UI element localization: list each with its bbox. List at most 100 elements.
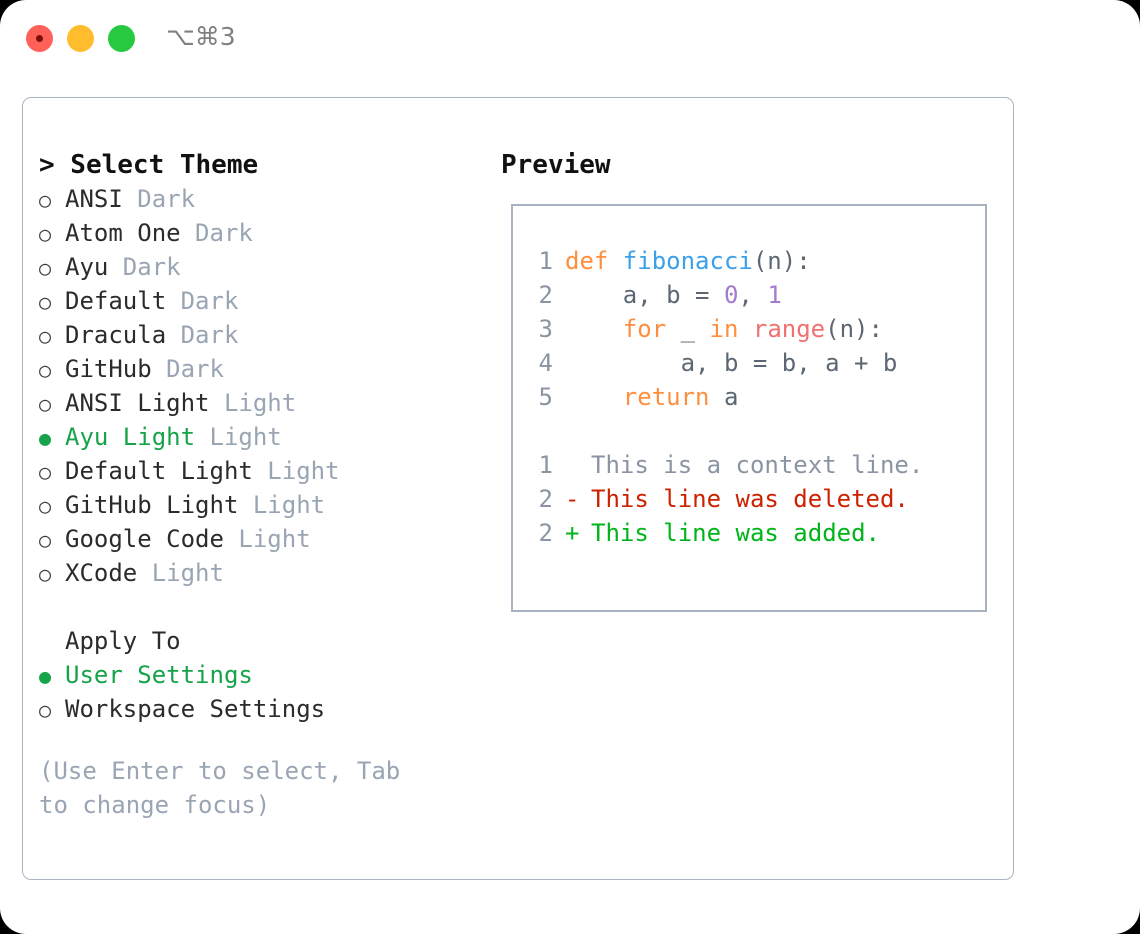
diff-text: This line was added. — [591, 519, 880, 547]
gutter-gap — [553, 482, 565, 516]
theme-item-name: XCode — [65, 559, 138, 587]
gutter-gap — [553, 346, 565, 380]
line-number: 2 — [538, 485, 553, 513]
line-number: 5 — [538, 383, 553, 411]
theme-item-name: ANSI — [65, 185, 123, 213]
theme-item-github[interactable]: ○ GitHub Dark — [39, 352, 499, 386]
line-number: 1 — [538, 451, 553, 479]
apply-to-marker-spacer — [39, 625, 65, 659]
theme-item-ansi-light[interactable]: ○ANSI Light Light — [39, 386, 499, 420]
code-token-call: range — [752, 315, 826, 343]
code-line: 2 a, b = 0, 1 — [527, 278, 923, 312]
theme-item-atom-one[interactable]: ○Atom One Dark — [39, 216, 499, 250]
theme-picker-column: > Select Theme ○ANSI Dark○Atom One Dark○… — [39, 148, 499, 822]
theme-item-name: Ayu — [65, 253, 109, 281]
code-token-txt — [565, 312, 623, 346]
theme-item-variant: Dark — [151, 355, 224, 383]
theme-item-dracula[interactable]: ○ Dracula Dark — [39, 318, 499, 352]
theme-item-variant: Dark — [166, 287, 239, 315]
theme-item-variant: Light — [137, 559, 224, 587]
radio-unselected-icon: ○ — [39, 290, 52, 314]
code-token-fn: fibonacci — [622, 247, 753, 275]
traffic-lights — [26, 25, 135, 52]
line-number: 1 — [538, 247, 553, 275]
code-token-pun: (n): — [752, 247, 811, 275]
diff-line-ctx: 1 This is a context line. — [527, 448, 924, 482]
code-token-num: 1 — [767, 281, 782, 309]
code-token-pun: (n): — [825, 315, 883, 343]
code-line: 5 return a — [527, 380, 923, 414]
code-blank-line — [527, 414, 923, 448]
radio-unselected-icon: ○ — [39, 562, 52, 586]
apply-to-label: Apply To — [65, 627, 181, 655]
code-token-kw: in — [709, 315, 739, 343]
theme-item-variant: Light — [252, 457, 340, 485]
code-token-txt — [565, 380, 623, 414]
radio-selected-icon: ● — [39, 426, 52, 450]
theme-item-ayu-light[interactable]: ●Ayu Light Light — [39, 420, 499, 454]
diff-marker — [565, 448, 591, 482]
theme-list[interactable]: ○ANSI Dark○Atom One Dark○Ayu Dark○Defaul… — [39, 182, 499, 590]
zoom-button[interactable] — [108, 25, 135, 52]
diff-text: This line was deleted. — [591, 485, 909, 513]
line-number: 3 — [538, 315, 553, 343]
gutter-gap — [553, 516, 565, 550]
code-line: 1 def fibonacci(n): — [527, 244, 923, 278]
theme-item-name: GitHub Light — [65, 491, 239, 519]
apply-to-item-workspace-settings[interactable]: ○Workspace Settings — [39, 692, 499, 726]
minimize-button[interactable] — [67, 25, 94, 52]
diff-text: This is a context line. — [591, 451, 924, 479]
theme-item-github-light[interactable]: ○ GitHub Light Light — [39, 488, 499, 522]
gutter-gap — [553, 312, 565, 346]
theme-item-name: Dracula — [65, 321, 167, 349]
theme-item-variant: Light — [223, 525, 311, 553]
theme-item-variant: Dark — [108, 253, 181, 281]
theme-item-variant: Dark — [122, 185, 196, 213]
content-panel: > Select Theme ○ANSI Dark○Atom One Dark○… — [22, 97, 1014, 880]
select-theme-heading: > Select Theme — [39, 150, 259, 180]
theme-item-name: ANSI Light — [65, 389, 210, 417]
radio-unselected-icon: ○ — [39, 494, 52, 518]
theme-item-default-light[interactable]: ○Default Light Light — [39, 454, 499, 488]
theme-item-name: Google Code — [65, 525, 224, 553]
theme-item-default[interactable]: ○ Default Dark — [39, 284, 499, 318]
code-token-txt: _ — [666, 315, 710, 343]
radio-selected-icon: ● — [39, 664, 52, 688]
radio-unselected-icon: ○ — [39, 222, 52, 246]
diff-line-del: 2 -This line was deleted. — [527, 482, 923, 516]
theme-item-ansi[interactable]: ○ANSI Dark — [39, 182, 499, 216]
theme-item-xcode[interactable]: ○ XCode Light — [39, 556, 499, 590]
theme-item-name: Ayu Light — [65, 423, 196, 451]
theme-item-variant: Dark — [180, 219, 253, 247]
apply-to-item-user-settings[interactable]: ● User Settings — [39, 658, 499, 692]
close-button[interactable] — [26, 25, 53, 52]
apply-to-list[interactable]: ● User Settings ○Workspace Settings — [39, 658, 499, 726]
theme-item-ayu[interactable]: ○Ayu Dark — [39, 250, 499, 284]
code-token-num: 0 — [723, 281, 739, 309]
code-token-txt: a — [709, 383, 739, 411]
keyboard-hint: (Use Enter to select, Tab to change focu… — [39, 757, 401, 819]
gutter-gap — [553, 380, 565, 414]
code-token-txt: a, b = — [565, 281, 724, 309]
apply-to-item-name: Workspace Settings — [65, 695, 326, 723]
theme-item-name: Default — [65, 287, 167, 315]
apply-to-item-name: User Settings — [65, 661, 253, 689]
line-number: 4 — [538, 349, 553, 377]
code-token-pun: , — [738, 281, 768, 309]
line-number: 2 — [538, 519, 553, 547]
diff-marker: - — [565, 485, 580, 513]
theme-item-variant: Dark — [166, 321, 239, 349]
diff-marker: + — [565, 519, 580, 547]
theme-item-google-code[interactable]: ○Google Code Light — [39, 522, 499, 556]
theme-item-name: Default Light — [65, 457, 253, 485]
radio-unselected-icon: ○ — [39, 358, 52, 382]
apply-to-label-row: Apply To — [39, 624, 499, 658]
preview-heading: Preview — [501, 150, 611, 180]
theme-item-variant: Light — [238, 491, 326, 519]
theme-item-variant: Light — [209, 389, 297, 417]
section-spacer — [39, 590, 499, 624]
theme-item-name: GitHub — [65, 355, 152, 383]
radio-unselected-icon: ○ — [39, 324, 52, 348]
